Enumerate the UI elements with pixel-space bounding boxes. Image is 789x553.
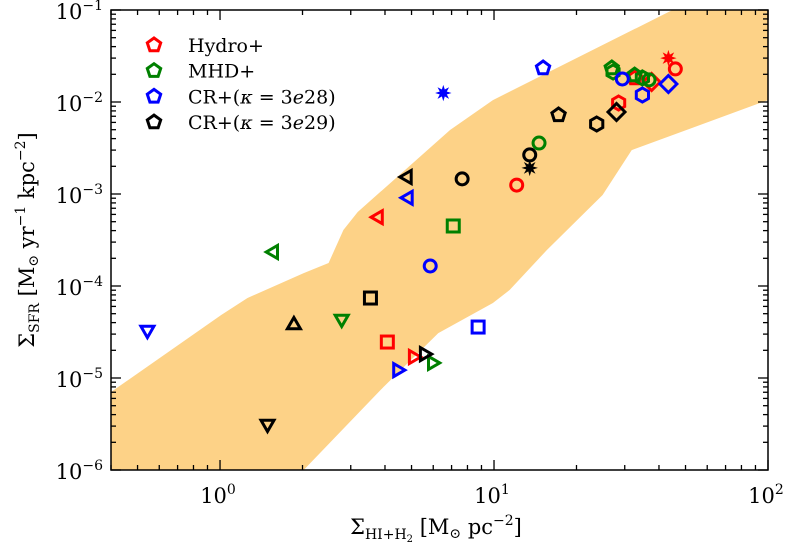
data-point-square <box>362 290 378 306</box>
data-point-hexagon <box>605 63 621 81</box>
legend-label: CR+(κ = 3e29) <box>188 112 336 134</box>
data-point-circle <box>454 171 470 187</box>
legend-marker-pentagon <box>145 36 163 53</box>
data-point-triangle-left <box>397 188 414 207</box>
x-tick-label: 101 <box>474 482 510 508</box>
data-point-square <box>379 334 395 350</box>
legend-label: CR+(κ = 3e28) <box>188 86 336 108</box>
data-point-circle <box>531 135 547 151</box>
data-point-circle <box>614 71 630 87</box>
data-point-triangle-right <box>418 345 435 364</box>
x-tick-label: 100 <box>200 482 236 508</box>
legend-item: MHD+ <box>145 61 255 83</box>
legend: Hydro+ MHD+ CR+(κ = 3e28) CR+(κ = 3e29) <box>145 35 336 134</box>
data-point-triangle-left <box>263 242 279 262</box>
data-point-triangle-right <box>392 360 408 380</box>
y-tick-label: 10−2 <box>56 90 103 116</box>
data-point-triangle-down <box>258 418 277 435</box>
legend-marker-pentagon <box>145 87 163 104</box>
data-point-triangle-right <box>407 347 424 367</box>
data-point-pentagon <box>603 59 621 76</box>
data-point-triangle-down <box>332 313 351 330</box>
data-point-diamond <box>657 73 680 95</box>
y-axis-label: ΣSFR [M⊙ yr−1 kpc−2] <box>13 132 43 348</box>
y-tick-label: 10−3 <box>56 182 103 208</box>
data-point-diamond <box>605 101 628 123</box>
data-point-triangle-left <box>368 208 384 227</box>
y-tick-label: 10−5 <box>56 366 103 392</box>
data-point-hexagon <box>634 86 650 104</box>
data-point-star <box>435 84 452 102</box>
data-point-triangle-up <box>284 314 304 331</box>
data-point-circle <box>641 72 657 88</box>
legend-item: Hydro+ <box>145 35 264 57</box>
x-axis-label: ΣHI+H2 [M⊙ pc−2] <box>350 513 522 545</box>
data-point-triangle-down <box>138 324 157 341</box>
legend-label: MHD+ <box>188 61 255 83</box>
series-2 <box>138 59 680 380</box>
data-point-hexagon <box>611 94 627 112</box>
series-1 <box>263 59 657 373</box>
y-tick-label: 10−4 <box>56 274 103 300</box>
legend-item: CR+(κ = 3e28) <box>145 86 336 108</box>
data-point-square <box>470 319 486 335</box>
legend-marker-pentagon <box>145 61 163 78</box>
data-point-circle <box>667 61 683 77</box>
data-point-triangle-left <box>396 167 413 187</box>
plot-frame <box>110 9 769 471</box>
data-point-square <box>445 218 461 234</box>
data-point-pentagon <box>534 59 552 76</box>
series-0 <box>368 49 683 367</box>
data-point-triangle-right <box>427 353 443 373</box>
data-point-circle <box>509 177 525 193</box>
series-3 <box>258 101 628 435</box>
data-point-hexagon <box>589 115 605 133</box>
data-point-star <box>521 159 538 177</box>
data-point-pentagon <box>550 106 567 123</box>
legend-marker-pentagon <box>145 113 163 130</box>
data-point-star <box>660 49 677 67</box>
x-tick-label: 102 <box>748 482 784 508</box>
legend-label: Hydro+ <box>188 35 264 57</box>
y-tick-label: 10−1 <box>56 0 103 24</box>
y-tick-label: 10−6 <box>56 458 103 484</box>
data-point-circle <box>422 258 438 274</box>
legend-item: CR+(κ = 3e29) <box>145 112 336 134</box>
